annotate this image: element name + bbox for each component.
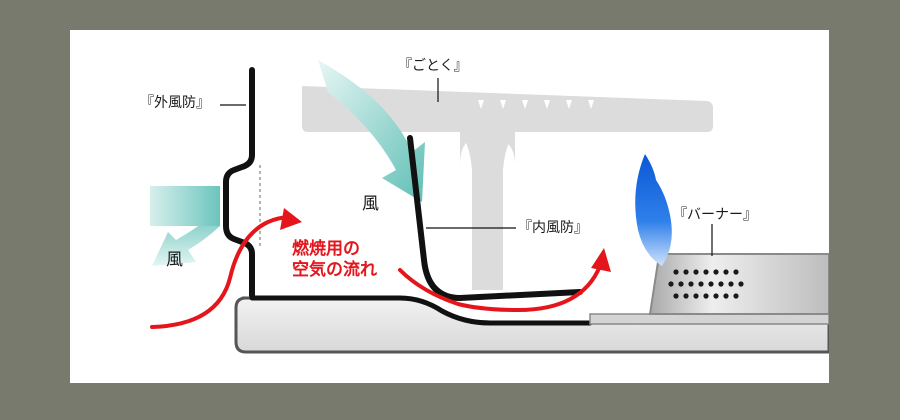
diagram-panel: 『外風防』 『ごとく』 『内風防』 『バーナー』 風 風 燃焼用の 空気の流れ [70, 30, 829, 383]
air-arrow-left-head [280, 208, 302, 230]
label-outer-windscreen: 『外風防』 [140, 95, 210, 111]
burner-holes [668, 269, 744, 299]
diagram-canvas [150, 60, 829, 354]
combustion-air-line2: 空気の流れ [292, 259, 377, 280]
air-arrow-right-head [591, 248, 611, 272]
wind-arrow-top [318, 60, 425, 202]
burner [589, 253, 829, 325]
label-burner: 『バーナー』 [673, 207, 757, 223]
combustion-air-label: 燃焼用の 空気の流れ [292, 239, 377, 280]
wind-label-center: 風 [362, 194, 379, 214]
air-arrow-right [398, 264, 602, 313]
flame [635, 154, 672, 266]
trivet [302, 86, 713, 290]
base-inner-line [249, 295, 593, 326]
air-arrow-left [150, 215, 294, 329]
inner-windscreen [407, 135, 583, 301]
trivet-notches [478, 100, 594, 109]
outer-windscreen [223, 67, 255, 301]
label-trivet: 『ごとく』 [398, 58, 468, 74]
label-inner-windscreen: 『内風防』 [518, 220, 588, 236]
combustion-air-line1: 燃焼用の [292, 239, 360, 259]
wind-arrow-left-body [150, 186, 220, 226]
trivet-top [302, 86, 713, 165]
trivet-post [460, 132, 515, 290]
wind-arrow-left-down [152, 226, 220, 266]
wind-label-left: 風 [166, 250, 183, 270]
